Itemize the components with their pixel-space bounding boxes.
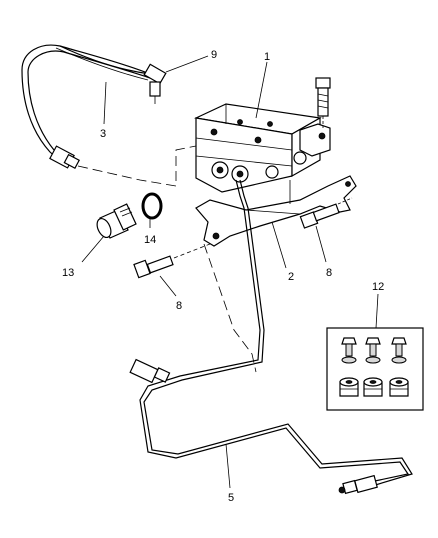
- callout-2: 2: [288, 271, 294, 283]
- bolt-lower: [133, 243, 211, 279]
- callout-8-lower: 8: [176, 300, 182, 312]
- callout-12: 12: [372, 281, 384, 293]
- callout-8-right: 8: [326, 267, 332, 279]
- hardware-kit-box: [326, 327, 424, 411]
- o-ring: [141, 192, 163, 220]
- callout-14: 14: [144, 234, 156, 246]
- pressure-switch: [96, 203, 137, 239]
- callout-9: 9: [211, 49, 217, 61]
- callout-labels: 1 2 3 5 8 8 9 12 13 14: [62, 49, 384, 504]
- bolt-right: [299, 197, 353, 229]
- tube-nut-left: [49, 145, 80, 170]
- mounting-bracket: [195, 175, 357, 247]
- dashed-leader-lower: [203, 243, 257, 373]
- kit-washers: [341, 356, 407, 364]
- tube-nut-lower-right: [338, 474, 378, 495]
- leader-lines: [81, 55, 379, 489]
- hcu-module: [193, 103, 331, 193]
- kit-grommets: [339, 377, 409, 397]
- callout-13: 13: [62, 267, 74, 279]
- callout-1: 1: [264, 51, 270, 63]
- tube-nut-right: [143, 63, 167, 104]
- dashed-leader-upper: [77, 145, 197, 187]
- brake-line-upper: [21, 44, 167, 170]
- bolt-upper: [315, 77, 331, 128]
- tube-nut-lower-left: [129, 358, 171, 384]
- kit-screws: [341, 337, 407, 357]
- callout-3: 3: [100, 128, 106, 140]
- brake-line-lower: [129, 179, 413, 495]
- callout-5: 5: [228, 492, 234, 504]
